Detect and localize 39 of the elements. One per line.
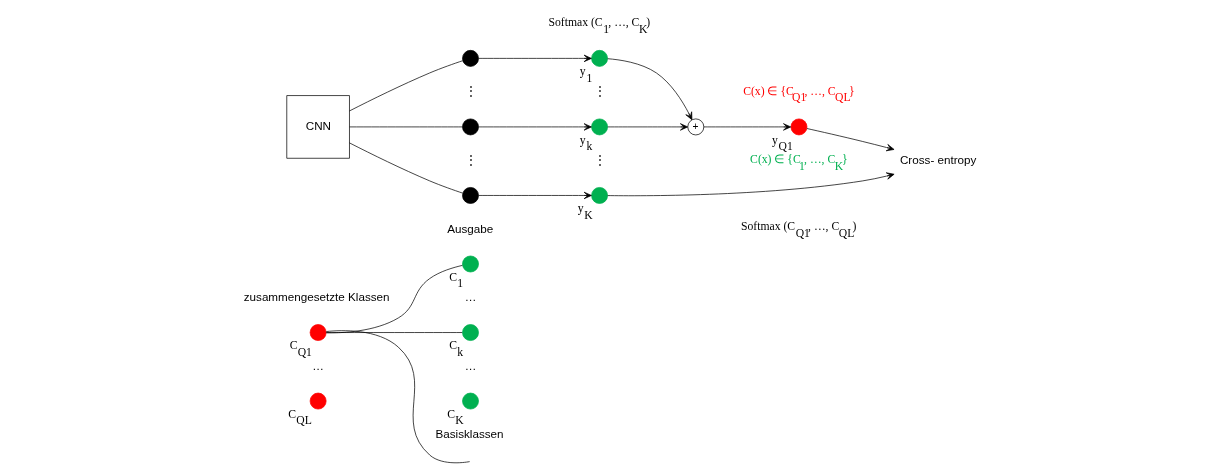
node-circle (461, 324, 479, 341)
arrow (477, 123, 592, 131)
node-circle: + (686, 118, 704, 136)
label: ⋮ (593, 152, 606, 166)
node-box: CNN (285, 95, 350, 159)
connector (325, 332, 463, 333)
connector (348, 142, 463, 194)
label: … (464, 358, 476, 372)
arrow (477, 191, 592, 200)
arrow (606, 123, 688, 131)
arrow (606, 58, 692, 121)
label: ⋮ (464, 84, 477, 98)
node-circle (590, 118, 608, 136)
label: Ausgabe (446, 221, 493, 235)
node-text: Cross- entropy (899, 152, 976, 166)
node-circle (461, 255, 479, 273)
node-circle (461, 392, 479, 410)
node-circle (590, 187, 608, 204)
node-circle (309, 324, 326, 341)
connector (348, 126, 463, 128)
label: … (464, 290, 476, 304)
label: Basisklassen (435, 427, 504, 441)
label: ⋮ (464, 152, 477, 166)
connector (348, 60, 463, 112)
node-circle (461, 118, 479, 136)
label: … (311, 358, 324, 372)
node-circle (461, 50, 479, 67)
label: zusammengesetzte Klassen (243, 290, 390, 304)
node-circle (309, 392, 326, 410)
arrow (606, 172, 894, 197)
arrow (703, 123, 791, 131)
node-circle (790, 118, 807, 136)
arrow (806, 128, 894, 152)
node-circle (590, 50, 608, 67)
connector (325, 330, 470, 464)
connector (325, 265, 463, 334)
arrow (477, 54, 592, 63)
node-circle (461, 187, 479, 204)
label: ⋮ (593, 84, 606, 98)
